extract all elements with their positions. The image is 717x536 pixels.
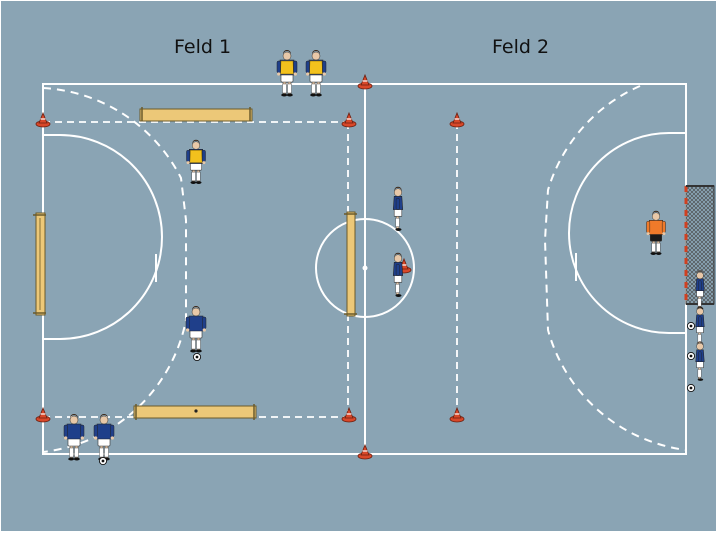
ball-icon xyxy=(687,322,694,329)
ball-icon xyxy=(687,384,694,391)
ball-icon xyxy=(193,353,200,360)
bench-bottom xyxy=(134,404,256,420)
ball-icon xyxy=(687,352,694,359)
ball-icon xyxy=(99,457,106,464)
field-2-label: Feld 2 xyxy=(492,36,549,58)
bench-top xyxy=(140,107,252,121)
field-1-label: Feld 1 xyxy=(174,36,231,58)
center-spot xyxy=(363,266,368,271)
